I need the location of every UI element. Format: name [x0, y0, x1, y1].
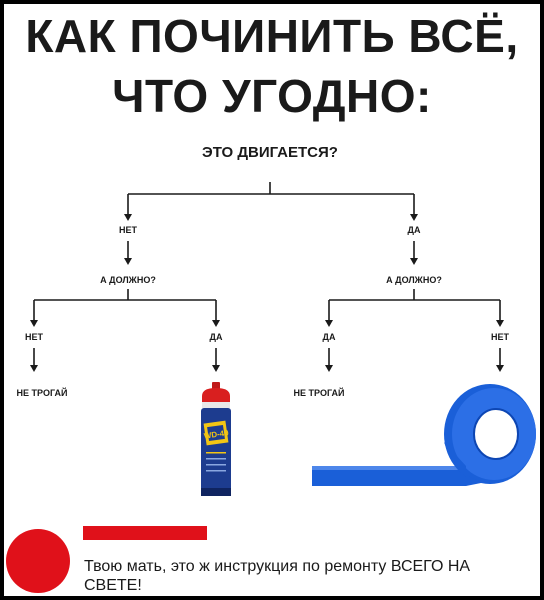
right-branch-no: НЕТ	[491, 332, 509, 342]
right-result-leave-it: НЕ ТРОГАЙ	[293, 388, 345, 398]
arrowhead	[212, 320, 220, 327]
title-line-1: КАК ПОЧИНИТЬ ВСЁ,	[25, 10, 519, 62]
arrowhead	[410, 258, 418, 265]
left-question: А ДОЛЖНО?	[100, 275, 156, 285]
left-answer-no: НЕТ	[119, 225, 137, 235]
arrowhead	[325, 320, 333, 327]
arrowhead	[124, 214, 132, 221]
arrowhead	[496, 365, 504, 372]
wd40-can-image: WD-40	[201, 382, 231, 496]
arrowhead	[212, 365, 220, 372]
title-line-2: ЧТО УГОДНО:	[112, 70, 432, 122]
flowchart-connectors	[30, 182, 504, 372]
left-branch-no: НЕТ	[25, 332, 43, 342]
arrowhead	[124, 258, 132, 265]
red-circle	[6, 529, 70, 593]
wd40-logo: WD-40	[203, 428, 229, 440]
blue-tape-image	[312, 384, 536, 486]
arrowhead	[30, 365, 38, 372]
root-question: ЭТО ДВИГАЕТСЯ?	[202, 144, 338, 161]
red-bar	[83, 526, 207, 540]
arrowhead	[30, 320, 38, 327]
arrowhead	[496, 320, 504, 327]
arrowhead	[325, 365, 333, 372]
right-answer-yes: ДА	[407, 225, 421, 235]
left-branch-yes: ДА	[209, 332, 223, 342]
footer: Твою мать, это ж инструкция по ремонту В…	[4, 509, 540, 596]
right-question: А ДОЛЖНО?	[386, 275, 442, 285]
footer-caption: Твою мать, это ж инструкция по ремонту В…	[84, 558, 471, 594]
left-result-leave-it: НЕ ТРОГАЙ	[16, 388, 68, 398]
right-branch-yes: ДА	[322, 332, 336, 342]
meme-page: КАК ПОЧИНИТЬ ВСЁ, ЧТО УГОДНО:	[4, 4, 540, 596]
arrowhead	[410, 214, 418, 221]
